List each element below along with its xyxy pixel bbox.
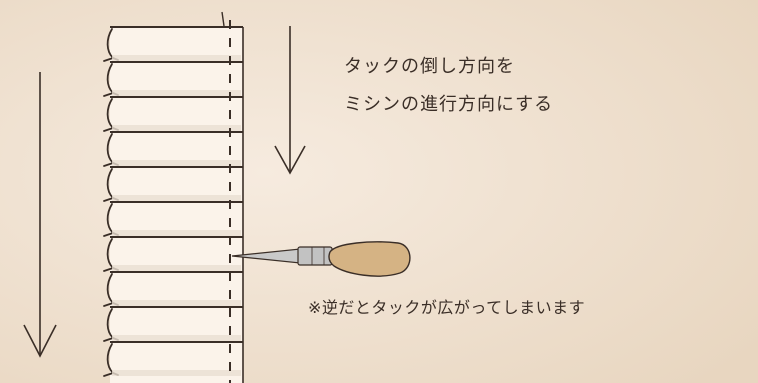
tuck-shadow xyxy=(112,90,241,96)
awl-icon xyxy=(231,241,411,277)
tuck-shadow xyxy=(112,55,241,61)
caption-line-2: ミシンの進行方向にする xyxy=(344,94,554,115)
tuck-direction-arrow xyxy=(274,26,306,175)
tuck-shadow xyxy=(112,300,241,306)
caption-line-1: タックの倒し方向を xyxy=(344,56,515,77)
tuck-shadow xyxy=(112,125,241,131)
tuck-shadow xyxy=(112,370,241,376)
tucked-fabric xyxy=(103,11,244,383)
tuck-shadow xyxy=(112,195,241,201)
stitch-start-mark xyxy=(221,11,225,27)
fabric-panel xyxy=(110,27,243,383)
tuck-shadow xyxy=(112,265,241,271)
tuck-shadow xyxy=(112,335,241,341)
warning-note: ※逆だとタックが広がってしまいます xyxy=(308,298,586,317)
feed-direction-arrow xyxy=(23,72,57,358)
tuck-shadow xyxy=(112,160,241,166)
tuck-shadow xyxy=(112,230,241,236)
